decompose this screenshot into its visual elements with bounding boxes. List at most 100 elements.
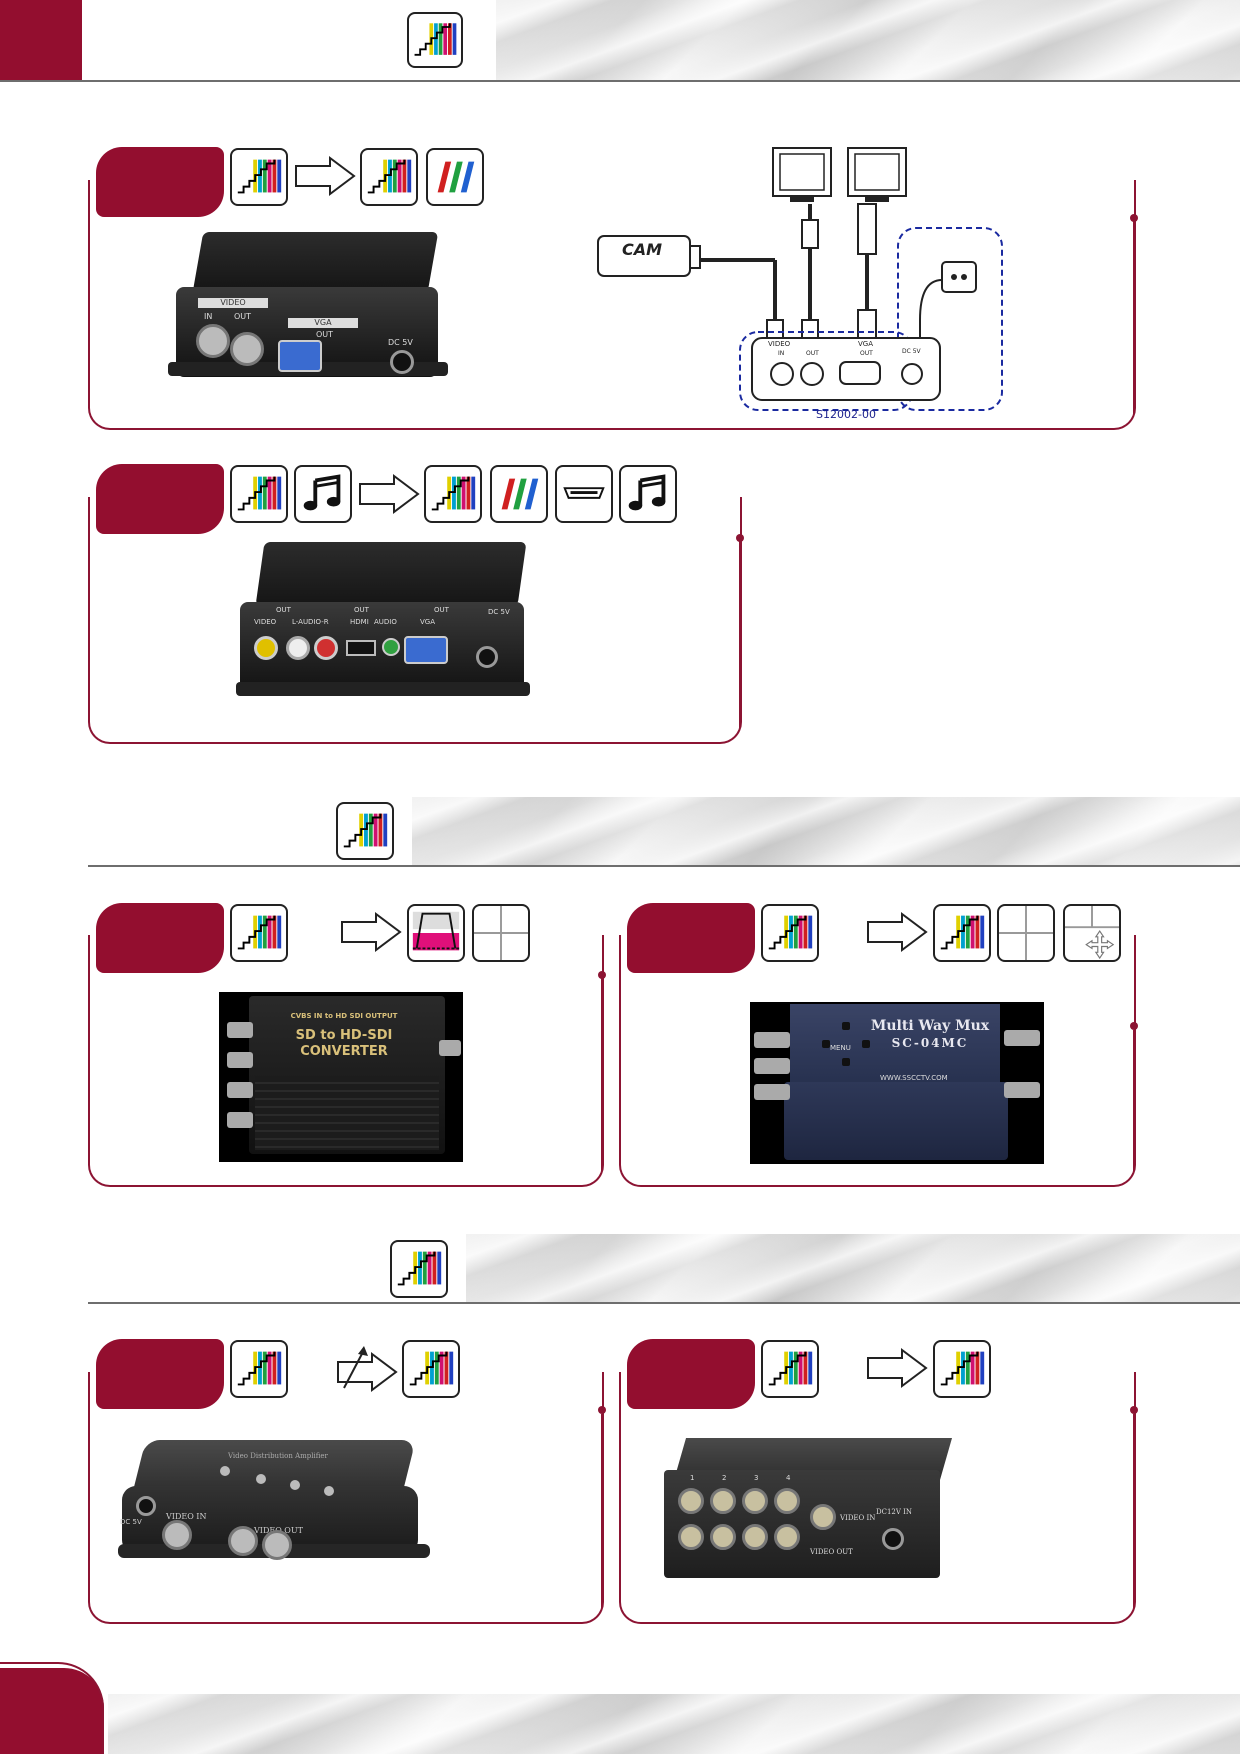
header-rule [0,80,1240,82]
device5-knob[interactable] [220,1466,230,1476]
bnc-connector [262,1530,292,1560]
diagram-video-label: VIDEO [768,340,791,348]
device2-hdmi-label: HDMI [350,618,369,626]
diagram-model-code: S12002-00 [816,408,876,421]
bnc-connector [710,1488,736,1514]
video-signal-icon [407,12,463,68]
product-tag-4 [627,903,755,973]
rca-yellow [254,636,278,660]
device2-out1-label: OUT [276,606,291,614]
diagram-dc-label: DC 5V [902,348,921,355]
device6-video-in: VIDEO IN [840,1514,876,1522]
panel-3-right-line [601,977,603,1171]
arrow-right-icon [295,156,356,196]
device4-line1: Multi Way Mux [870,1018,990,1034]
video-signal-icon [933,1340,991,1398]
bnc-connector [710,1524,736,1550]
header-ribbon [496,0,1240,80]
product-panel-2 [88,497,742,744]
dc-jack [136,1496,156,1516]
video-signal-icon [230,465,288,523]
vga-port [278,340,322,372]
product-photo-1: VIDEO VGA IN OUT OUT DC 5V [168,232,448,392]
arrow-right-icon [359,474,420,514]
bnc-connector [227,1082,253,1098]
diagram-in-label: IN [778,350,785,357]
bnc-connector [162,1520,192,1550]
bnc-connector [439,1040,461,1056]
diagram-vga-label: VGA [858,340,874,348]
device1-in-label: IN [204,312,213,321]
device5-knob[interactable] [256,1474,266,1484]
connection-diagram [597,147,1003,411]
product-tag-3 [96,903,224,973]
footer-outline [0,1662,104,1754]
bnc-connector [774,1524,800,1550]
bnc-connector [1004,1030,1040,1046]
device4-button[interactable] [842,1058,850,1066]
device5-knob[interactable] [324,1486,334,1496]
video-signal-icon [761,904,819,962]
product-photo-5: Video Distribution Amplifier VIDEO IN VI… [118,1440,430,1570]
panel-3-dot [598,971,606,979]
bnc-connector [678,1524,704,1550]
device5-video-in: VIDEO IN [166,1512,207,1521]
video-signal-icon [336,802,394,860]
panel-2-dot [736,534,744,542]
bnc-connector [1004,1082,1040,1098]
bnc-connector [196,324,230,358]
bnc-connector [678,1488,704,1514]
video-signal-icon [761,1340,819,1398]
device2-audio-lr-label: L-AUDIO-R [292,618,329,626]
bnc-connector [742,1524,768,1550]
rca-red [314,636,338,660]
product-panel-3 [88,935,604,1187]
video-signal-icon [230,148,288,206]
amplify-arrow-icon [337,1346,398,1392]
bnc-connector [810,1504,836,1530]
device3-line3: CONVERTER [300,1044,388,1059]
arrow-right-icon [867,1348,928,1388]
device2-audio-label: AUDIO [374,618,397,626]
panel-1-dot [1130,214,1138,222]
device6-dc: DC12V IN [876,1508,913,1516]
bnc-connector [774,1488,800,1514]
device1-out-label: OUT [234,312,252,321]
device6-port-1: 1 [690,1474,695,1482]
panel-6-dot [1130,1406,1138,1414]
camera-label: CAM [622,240,663,259]
device3-line2: SD to HD-SDI [295,1028,393,1043]
device6-port-4: 4 [786,1474,791,1482]
bnc-connector [754,1032,790,1048]
panel-2-right-line [739,538,741,728]
product-photo-4: Multi Way Mux SC-04MC MENU WWW.SSCCTV.CO… [750,1002,1044,1164]
product-tag-5 [96,1339,224,1409]
panel-4-right-line [1133,1030,1135,1171]
video-signal-icon [933,904,991,962]
device4-button[interactable] [862,1040,870,1048]
product-panel-5 [88,1372,604,1624]
product-photo-3: CVBS IN to HD SDI OUTPUT SD to HD-SDI CO… [219,992,463,1162]
device3-line1: CVBS IN to HD SDI OUTPUT [290,1012,398,1020]
product-panel-6 [619,1372,1136,1624]
device2-video-label: VIDEO [254,618,277,626]
video-signal-icon [402,1340,460,1398]
device5-dc: DC 5V [120,1518,142,1526]
arrow-right-icon [867,912,928,952]
audio-note-icon [619,465,677,523]
device4-button[interactable] [822,1040,830,1048]
audio-note-icon [294,465,352,523]
device2-vga-label: VGA [420,618,436,626]
device4-menu: MENU [830,1044,851,1052]
panel-4-dot [1130,1022,1138,1030]
device4-url: WWW.SSCCTV.COM [880,1074,948,1082]
camera-icon [597,235,701,277]
hdmi-icon [555,465,613,523]
video-signal-icon [424,465,482,523]
device2-out2-label: OUT [354,606,369,614]
device4-button[interactable] [842,1022,850,1030]
mux-icon [1063,904,1121,962]
audio-jack [382,638,400,656]
device5-knob[interactable] [290,1480,300,1490]
vga-port [404,636,448,664]
